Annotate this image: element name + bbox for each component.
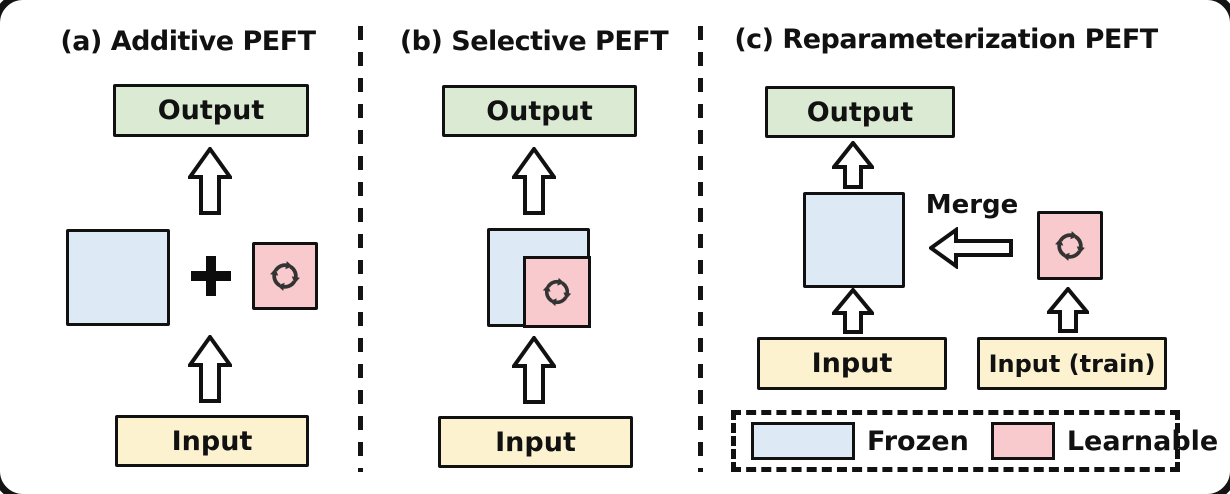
legend-frozen-swatch (751, 422, 855, 460)
cycle-arrows-icon (542, 277, 571, 306)
input-box-b: Input (438, 416, 633, 468)
output-label-c: Output (806, 96, 914, 128)
panel-a-title: (a) Additive PEFT (60, 26, 316, 57)
up-arrow-input-to-model-a (188, 335, 232, 403)
merge-arrow (929, 227, 1013, 269)
frozen-block-a (66, 229, 170, 326)
panel-b-title: (b) Selective PEFT (399, 26, 669, 57)
up-arrow-model-to-output-b (512, 147, 556, 215)
legend-learnable-swatch (990, 422, 1055, 460)
separator-bc (698, 26, 703, 472)
input-label-c: Input (811, 348, 893, 379)
separator-ab (358, 26, 363, 472)
input-box-a: Input (115, 415, 309, 467)
output-label-b: Output (486, 95, 593, 127)
legend: Frozen Learnable (731, 410, 1218, 472)
output-box-a: Output (113, 84, 309, 137)
panel-c-title: (c) Reparameterization PEFT (734, 24, 1158, 55)
input-train-box-c: Input (train) (977, 337, 1167, 390)
input-label-b: Input (495, 426, 576, 458)
learnable-block-c (1037, 211, 1103, 280)
legend-frozen-label: Frozen (867, 425, 969, 457)
legend-learnable-label: Learnable (1066, 425, 1219, 457)
frozen-block-c (803, 192, 905, 288)
input-label-a: Input (171, 425, 253, 457)
output-label-a: Output (157, 95, 265, 126)
plus-operator (191, 256, 231, 296)
up-arrow-model-to-output-c (832, 141, 874, 189)
up-arrow-input-train-to-learnable-c (1047, 287, 1089, 333)
output-box-c: Output (765, 86, 955, 138)
merge-label: Merge (925, 190, 1019, 220)
learnable-block-a (252, 242, 318, 310)
up-arrow-input-to-frozen-c (832, 288, 874, 334)
input-train-label-c: Input (train) (988, 349, 1156, 378)
frozen-block-b (487, 228, 591, 328)
output-box-b: Output (442, 85, 637, 137)
input-box-c: Input (757, 337, 947, 390)
up-arrow-model-to-output-a (188, 147, 232, 215)
cycle-arrows-icon (270, 261, 300, 291)
cycle-arrows-icon (1055, 230, 1085, 261)
up-arrow-input-to-model-b (512, 336, 556, 404)
learnable-subset-block-b (522, 255, 591, 328)
